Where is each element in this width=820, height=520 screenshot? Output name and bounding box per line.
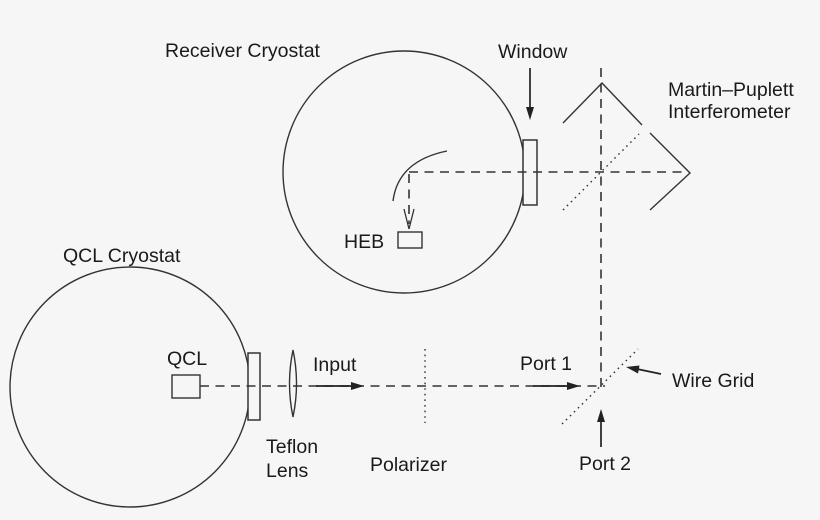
- receiver-cryostat-label: Receiver Cryostat: [165, 40, 321, 62]
- input-label: Input: [313, 354, 357, 376]
- qcl-cryostat-label: QCL Cryostat: [63, 245, 181, 267]
- parabolic-mirror-arc: [392, 150, 448, 202]
- wire-grid-label: Wire Grid: [672, 370, 754, 392]
- heb-detector-rect: [397, 231, 423, 249]
- teflon-lens-shape: [288, 349, 298, 418]
- beam-splitter-grid-line: [562, 133, 640, 211]
- interferometer-label-line2: Interferometer: [668, 101, 791, 123]
- heb-label: HEB: [344, 231, 384, 253]
- polarizer-label: Polarizer: [370, 454, 447, 476]
- teflon-lens-label-line2: Lens: [266, 460, 309, 482]
- port1-label: Port 1: [520, 353, 572, 375]
- qcl-label: QCL: [167, 348, 207, 370]
- wire-grid-line: [561, 348, 639, 425]
- roof-mirror-top: [562, 81, 643, 126]
- wire-grid-arrow-icon: [626, 365, 662, 375]
- port2-arrow-icon: [597, 409, 605, 447]
- teflon-lens-label-line1: Teflon: [266, 436, 318, 458]
- roof-mirror-right: [649, 132, 692, 211]
- window-label: Window: [498, 41, 568, 63]
- qcl-cryostat-circle: [9, 266, 251, 508]
- input-arrow-icon: [316, 382, 364, 390]
- heb-beam-arrowhead-icon: [403, 208, 415, 230]
- port2-label: Port 2: [579, 453, 631, 475]
- qcl-source-rect: [171, 374, 201, 399]
- port1-arrow-icon: [533, 382, 580, 390]
- interferometer-label-line1: Martin–Puplett: [668, 79, 794, 101]
- window-arrow-icon: [526, 68, 534, 120]
